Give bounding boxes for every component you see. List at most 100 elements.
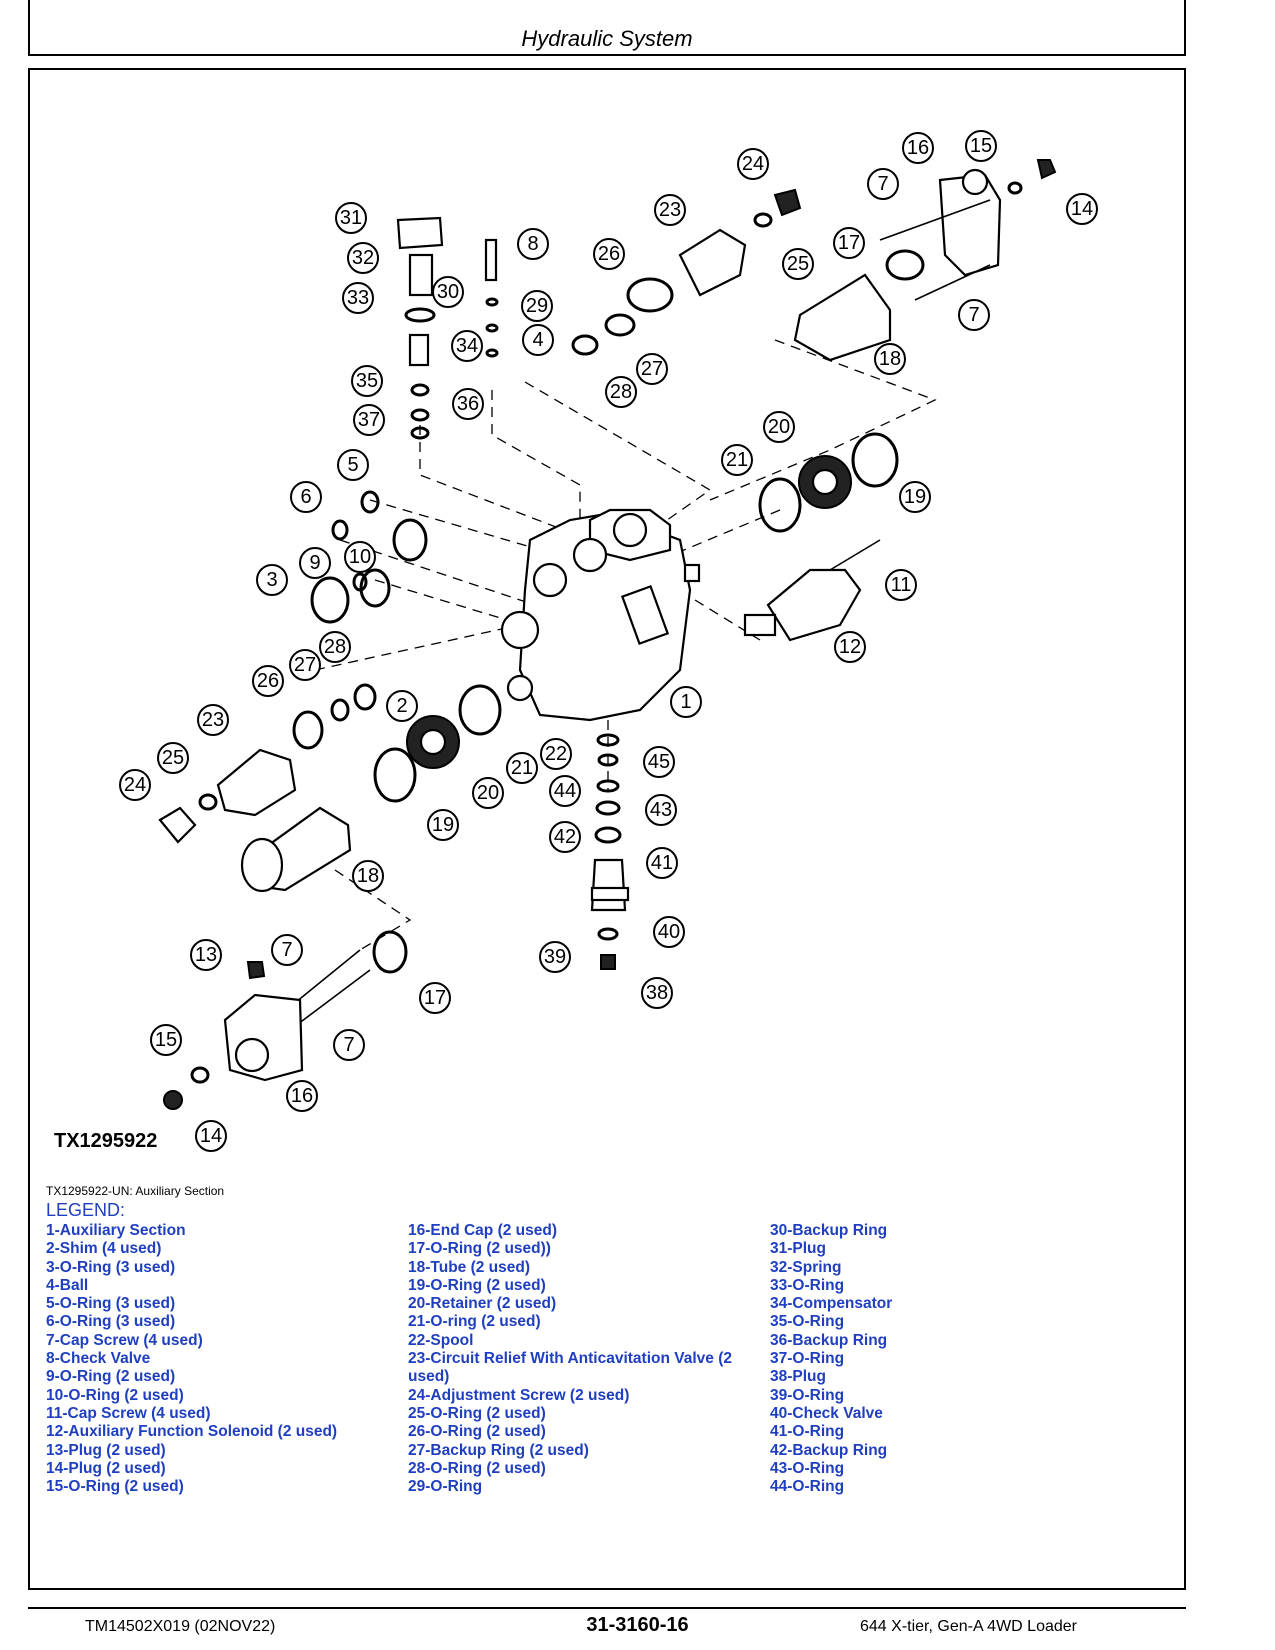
svg-text:44: 44 — [554, 780, 576, 802]
callout-31: 31 — [335, 202, 367, 234]
legend-item: 12-Auxiliary Function Solenoid (2 used) — [46, 1423, 338, 1441]
svg-text:18: 18 — [357, 865, 379, 887]
svg-text:19: 19 — [904, 486, 926, 508]
legend-item: 40-Check Valve — [770, 1404, 883, 1422]
svg-text:3: 3 — [266, 569, 277, 591]
legend-item: 19-O-Ring (2 used) — [408, 1276, 546, 1294]
legend-item: 29-O-Ring — [408, 1478, 483, 1496]
callout-15a: 15 — [965, 130, 997, 162]
callout-7d: 7 — [333, 1029, 365, 1061]
callouts: 1 2 3 4 5 6 7 7 7 7 8 9 10 11 12 13 14 1… — [119, 130, 1098, 1152]
callout-24a: 24 — [737, 148, 769, 180]
svg-text:21: 21 — [511, 757, 533, 779]
svg-text:28: 28 — [324, 636, 346, 658]
svg-text:24: 24 — [742, 153, 764, 175]
svg-text:20: 20 — [477, 782, 499, 804]
svg-text:25: 25 — [787, 253, 809, 275]
svg-text:31: 31 — [340, 207, 362, 229]
svg-text:43: 43 — [650, 799, 672, 821]
callout-8: 8 — [517, 228, 549, 260]
legend-column-2: 16-End Cap (2 used) 17-O-Ring (2 used)) … — [408, 1222, 768, 1496]
callout-2: 2 — [386, 690, 418, 722]
callout-9: 9 — [299, 547, 331, 579]
legend-item: 39-O-Ring — [770, 1386, 845, 1404]
callout-30: 30 — [432, 276, 464, 308]
callout-29: 29 — [521, 290, 553, 322]
legend-item: 2-Shim (4 used) — [46, 1240, 162, 1258]
svg-text:8: 8 — [527, 233, 538, 255]
callout-14a: 14 — [1066, 193, 1098, 225]
callout-33: 33 — [342, 282, 374, 314]
legend-item: 26-O-Ring (2 used) — [408, 1423, 546, 1441]
legend-item: 34-Compensator — [770, 1295, 893, 1313]
callout-7c: 7 — [271, 934, 303, 966]
callout-19a: 19 — [899, 481, 931, 513]
legend-item: 23-Circuit Relief With Anticavitation Va… — [408, 1350, 737, 1386]
svg-text:9: 9 — [309, 552, 320, 574]
relief-valve-top — [571, 188, 802, 356]
legend-item: 13-Plug (2 used) — [46, 1441, 166, 1459]
svg-text:28: 28 — [610, 381, 632, 403]
callout-26a: 26 — [593, 238, 625, 270]
callout-44: 44 — [549, 775, 581, 807]
svg-text:10: 10 — [349, 546, 371, 568]
svg-text:14: 14 — [1071, 198, 1093, 220]
legend-item: 28-O-Ring (2 used) — [408, 1459, 546, 1477]
legend-item: 11-Cap Screw (4 used) — [46, 1404, 211, 1422]
callout-19b: 19 — [427, 809, 459, 841]
legend-item: 8-Check Valve — [46, 1350, 151, 1368]
svg-text:4: 4 — [532, 329, 543, 351]
legend-item: 14-Plug (2 used) — [46, 1459, 166, 1477]
svg-text:20: 20 — [768, 416, 790, 438]
svg-text:23: 23 — [659, 199, 681, 221]
check-valve-stack — [590, 733, 630, 970]
footer-rule — [28, 1607, 1186, 1609]
legend-item: 4-Ball — [46, 1276, 89, 1294]
svg-text:22: 22 — [545, 743, 567, 765]
callout-11: 11 — [885, 569, 917, 601]
legend-item: 5-O-Ring (3 used) — [46, 1295, 176, 1313]
callout-38: 38 — [641, 977, 673, 1009]
callout-25b: 25 — [157, 742, 189, 774]
legend-item: 43-O-Ring — [770, 1459, 845, 1477]
callout-21a: 21 — [721, 444, 753, 476]
retainer-right — [758, 432, 899, 533]
svg-text:27: 27 — [294, 654, 316, 676]
callout-23a: 23 — [654, 194, 686, 226]
callout-27a: 27 — [636, 353, 668, 385]
callout-20b: 20 — [472, 777, 504, 809]
legend-item: 16-End Cap (2 used) — [408, 1222, 557, 1239]
callout-28b: 28 — [319, 631, 351, 663]
svg-text:40: 40 — [658, 921, 680, 943]
svg-text:30: 30 — [437, 281, 459, 303]
svg-text:42: 42 — [554, 826, 576, 848]
svg-text:26: 26 — [598, 243, 620, 265]
svg-text:11: 11 — [891, 574, 912, 596]
footer-machine-model: 644 X-tier, Gen-A 4WD Loader — [860, 1618, 1077, 1635]
end-cap-bottom — [163, 930, 408, 1110]
page-header: Hydraulic System — [28, 0, 1186, 56]
svg-text:15: 15 — [155, 1029, 177, 1051]
callout-28a: 28 — [605, 376, 637, 408]
exploded-parts-diagram: 1 2 3 4 5 6 7 7 7 7 8 9 10 11 12 13 14 1… — [119, 130, 1098, 1152]
svg-text:6: 6 — [300, 486, 311, 508]
svg-text:26: 26 — [257, 670, 279, 692]
legend-item: 30-Backup Ring — [770, 1222, 888, 1239]
svg-text:16: 16 — [907, 137, 929, 159]
svg-text:16: 16 — [291, 1085, 313, 1107]
legend-item: 3-O-Ring (3 used) — [46, 1258, 176, 1276]
callout-25a: 25 — [782, 248, 814, 280]
svg-text:18: 18 — [879, 348, 901, 370]
callout-39: 39 — [539, 941, 571, 973]
callout-34: 34 — [451, 330, 483, 362]
legend-column-1: 1-Auxiliary Section 2-Shim (4 used) 3-O-… — [46, 1222, 396, 1496]
legend-item: 44-O-Ring — [770, 1478, 845, 1496]
legend-item: 21-O-ring (2 used) — [408, 1313, 541, 1331]
callout-18b: 18 — [352, 860, 384, 892]
svg-text:37: 37 — [358, 409, 380, 431]
callout-41: 41 — [646, 847, 678, 879]
callout-16a: 16 — [902, 132, 934, 164]
legend-item: 42-Backup Ring — [770, 1441, 888, 1459]
callout-26b: 26 — [252, 665, 284, 697]
left-assembly — [158, 490, 502, 893]
